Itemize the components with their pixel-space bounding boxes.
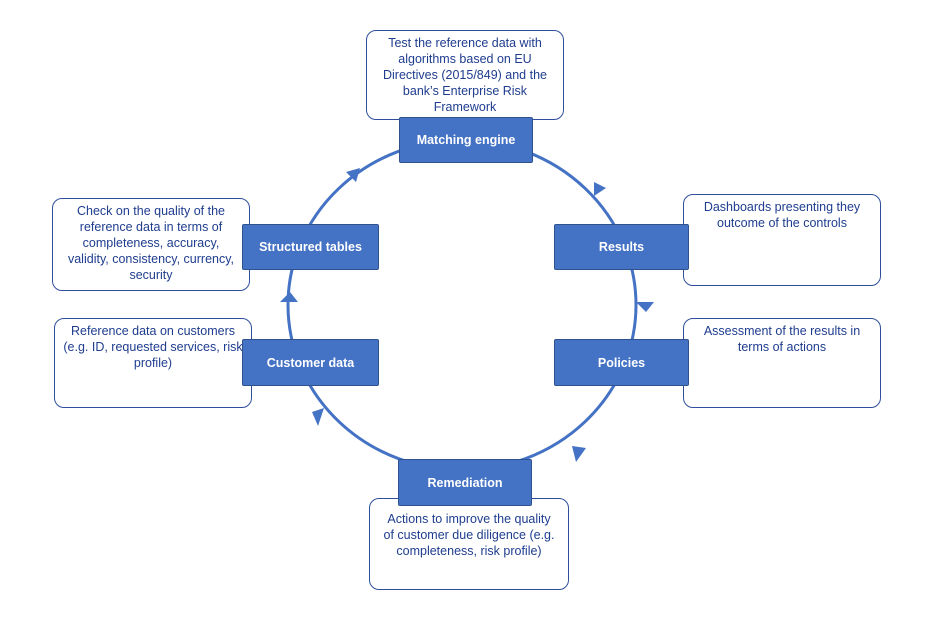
note-matching-engine: Test the reference data with algorithms … [366, 30, 564, 120]
step-policies: Policies [554, 339, 689, 386]
note-remediation: Actions to improve the quality of custom… [369, 498, 569, 590]
step-remediation: Remediation [398, 459, 532, 506]
step-structured-tables: Structured tables [242, 224, 379, 270]
arrow-structured-to-matching [346, 168, 360, 182]
cycle-ring [286, 138, 638, 472]
step-matching-engine: Matching engine [399, 117, 533, 163]
note-structured-tables: Check on the quality of the reference da… [52, 198, 250, 291]
note-policies: Assessment of the results in terms of ac… [683, 318, 881, 408]
note-results: Dashboards presenting they outcome of th… [683, 194, 881, 286]
note-customer-data: Reference data on customers (e.g. ID, re… [54, 318, 252, 408]
arrow-results-to-policies [636, 302, 654, 312]
arrow-remediation-to-customer [312, 408, 324, 426]
arrow-customer-to-structured [280, 292, 298, 302]
step-results: Results [554, 224, 689, 270]
arrow-policies-to-remediation [572, 446, 586, 462]
step-customer-data: Customer data [242, 339, 379, 386]
arrow-matching-to-results [594, 182, 606, 196]
